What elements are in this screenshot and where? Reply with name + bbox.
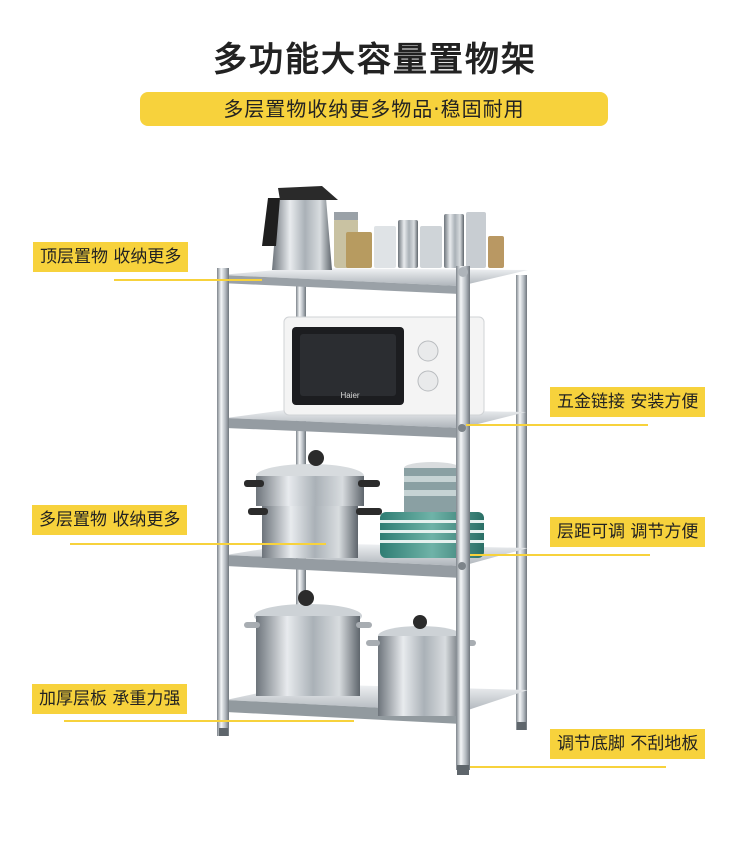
front-left-pole	[217, 268, 229, 736]
callout-line-top	[114, 279, 262, 281]
callout-line-feet	[470, 766, 666, 768]
shelf-top	[220, 268, 528, 294]
callout-adjustable-spacing: 层距可调 调节方便	[550, 517, 706, 547]
callout-line-hardware	[466, 424, 648, 426]
stock-pot-right	[366, 615, 476, 716]
callout-adjustable-feet: 调节底脚 不刮地板	[550, 729, 706, 759]
subtitle-banner: 多层置物收纳更多物品·稳固耐用	[140, 92, 608, 126]
page-title: 多功能大容量置物架	[213, 40, 537, 80]
adjustable-foot	[457, 765, 469, 775]
callout-hardware: 五金链接 安装方便	[550, 387, 706, 417]
spice-jars	[334, 212, 504, 268]
callout-thick-board: 加厚层板 承重力强	[32, 684, 188, 714]
back-right-pole	[516, 275, 527, 730]
microwave-brand: Haier	[340, 391, 359, 400]
kettle	[262, 186, 338, 270]
steamer-pot	[244, 450, 382, 558]
callout-line-middle-left	[70, 543, 326, 545]
front-right-pole	[456, 266, 470, 770]
callout-line-bottom-left	[64, 720, 354, 722]
callout-line-spacing	[470, 554, 650, 556]
microwave: Haier	[283, 316, 485, 416]
callout-top-storage: 顶层置物 收纳更多	[33, 242, 189, 272]
callout-multi-layer: 多层置物 收纳更多	[32, 505, 188, 535]
stock-pot-left	[244, 590, 372, 696]
